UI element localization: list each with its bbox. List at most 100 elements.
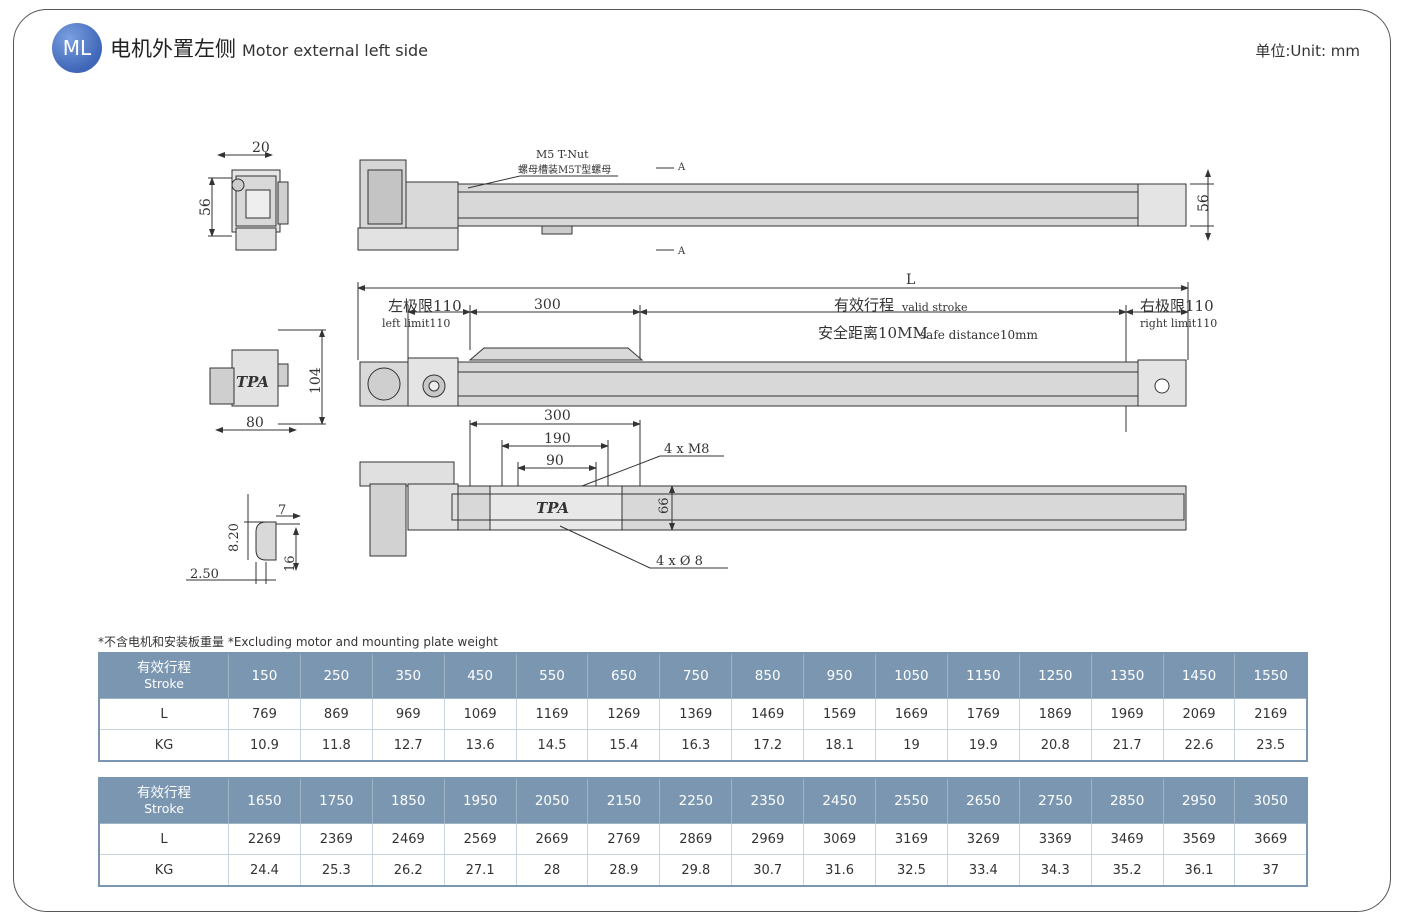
length-cell: 2469	[371, 823, 445, 855]
length-cell: 769	[228, 698, 301, 730]
length-cell: 1669	[875, 698, 948, 730]
spec-table-2: 有效行程 Stroke 1650 1750 1850 1950 2050 215…	[98, 777, 1308, 887]
dim-300-bottom: 300	[544, 408, 571, 424]
weight-cell: 35.2	[1090, 854, 1164, 887]
end-view-top	[208, 152, 289, 251]
stroke-cell: 1550	[1234, 652, 1308, 699]
stroke-cell: 2150	[587, 777, 661, 824]
length-cell: 1169	[515, 698, 589, 730]
weight-cell: 30.7	[731, 854, 805, 887]
dim-20: 20	[252, 140, 270, 156]
stroke-cell: 150	[228, 652, 301, 699]
weight-cell: 28.9	[587, 854, 661, 887]
weight-cell: 22.6	[1162, 729, 1236, 762]
length-cell: 1769	[946, 698, 1020, 730]
weight-cell: 32.5	[875, 854, 948, 887]
length-cell: 1269	[587, 698, 661, 730]
weight-cell: 19	[875, 729, 948, 762]
weight-cell: 23.5	[1234, 729, 1308, 762]
t-slot-detail	[186, 494, 301, 584]
table-row: 有效行程 Stroke 150 250 350 450 550 650 750 …	[98, 652, 1308, 699]
weight-cell: 18.1	[803, 729, 877, 762]
length-cell: 3669	[1234, 823, 1308, 855]
row-label-L: L	[98, 698, 229, 730]
tpa-logo-bottom: TPA	[536, 499, 569, 517]
weight-cell: 37	[1234, 854, 1308, 887]
dim-2-50: 2.50	[190, 567, 219, 582]
length-cell: 2669	[515, 823, 589, 855]
length-cell: 2269	[228, 823, 301, 855]
rail-side-view	[359, 347, 1187, 407]
length-cell: 1869	[1018, 698, 1092, 730]
length-cell: 869	[299, 698, 373, 730]
table-row: L 769 869 969 1069 1169 1269 1369 1469 1…	[98, 698, 1308, 730]
safe-distance-en: safe distance10mm	[920, 328, 1039, 342]
weight-cell: 26.2	[371, 854, 445, 887]
stroke-cell: 2350	[731, 777, 805, 824]
stroke-cell: 850	[731, 652, 805, 699]
stroke-cell: 2750	[1018, 777, 1092, 824]
stroke-header-en: Stroke	[144, 801, 184, 816]
stroke-header-cn: 有效行程	[137, 660, 191, 676]
weight-cell: 29.8	[659, 854, 733, 887]
dim-7: 7	[278, 503, 286, 518]
stroke-cell: 1150	[946, 652, 1020, 699]
stroke-cell: 2050	[515, 777, 589, 824]
length-cell: 1369	[659, 698, 733, 730]
length-cell: 969	[371, 698, 445, 730]
length-cell: 2969	[731, 823, 805, 855]
weight-cell: 20.8	[1018, 729, 1092, 762]
stroke-cell: 1250	[1018, 652, 1092, 699]
stroke-header-en: Stroke	[144, 676, 184, 691]
left-limit-en: left limit110	[382, 317, 450, 330]
weight-cell: 13.6	[443, 729, 517, 762]
length-cell: 2769	[587, 823, 661, 855]
dimension-lines-middle	[357, 282, 1189, 432]
technical-drawing: 20 56 M5 T-Nut 螺母槽装M5T型螺母 A A 56	[186, 140, 1217, 584]
weight-cell: 31.6	[803, 854, 877, 887]
length-cell: 2569	[443, 823, 517, 855]
stroke-cell: 1850	[371, 777, 445, 824]
table-row: KG 24.4 25.3 26.2 27.1 28 28.9 29.8 30.7…	[98, 854, 1308, 887]
stroke-cell: 950	[803, 652, 877, 699]
table-row: KG 10.9 11.8 12.7 13.6 14.5 15.4 16.3 17…	[98, 729, 1308, 762]
stroke-cell: 1750	[299, 777, 373, 824]
length-cell: 2169	[1234, 698, 1308, 730]
stroke-cell: 2950	[1162, 777, 1236, 824]
stroke-cell: 250	[299, 652, 373, 699]
row-label-KG: KG	[98, 729, 229, 762]
m5-tnut-label: M5 T-Nut	[536, 148, 589, 161]
length-cell: 2869	[659, 823, 733, 855]
spec-table-1: 有效行程 Stroke 150 250 350 450 550 650 750 …	[98, 652, 1308, 762]
valid-stroke-cn: 有效行程	[834, 296, 894, 314]
weight-cell: 19.9	[946, 729, 1020, 762]
stroke-cell: 1350	[1090, 652, 1164, 699]
stroke-header-cn: 有效行程	[137, 785, 191, 801]
m8-label: 4 x M8	[664, 442, 709, 457]
dim-16: 16	[283, 555, 298, 572]
length-cell: 1069	[443, 698, 517, 730]
title-cn: 电机外置左侧	[110, 37, 236, 61]
stroke-cell: 2850	[1090, 777, 1164, 824]
valid-stroke-en: valid stroke	[901, 301, 967, 314]
weight-cell: 15.4	[587, 729, 661, 762]
weight-cell: 21.7	[1090, 729, 1164, 762]
length-cell: 3369	[1018, 823, 1092, 855]
stroke-cell: 1050	[875, 652, 948, 699]
row-label-L: L	[98, 823, 229, 855]
dim-90: 90	[546, 453, 564, 469]
table-row: L 2269 2369 2469 2569 2669 2769 2869 296…	[98, 823, 1308, 855]
end-view-middle	[209, 329, 326, 433]
stroke-cell: 550	[515, 652, 589, 699]
weight-cell: 12.7	[371, 729, 445, 762]
dim-300-top: 300	[534, 297, 561, 313]
weight-cell: 17.2	[731, 729, 805, 762]
rail-bottom-view	[359, 420, 1187, 569]
stroke-cell: 3050	[1234, 777, 1308, 824]
model-badge: ML	[52, 23, 102, 73]
weight-cell: 14.5	[515, 729, 589, 762]
stroke-cell: 450	[443, 652, 517, 699]
stroke-cell: 750	[659, 652, 733, 699]
length-cell: 3469	[1090, 823, 1164, 855]
table-row: 有效行程 Stroke 1650 1750 1850 1950 2050 215…	[98, 777, 1308, 824]
